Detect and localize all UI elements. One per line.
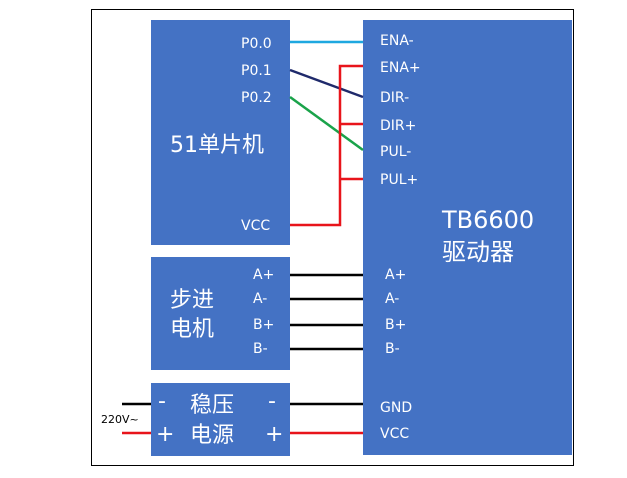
regulator-plus-right: +: [265, 422, 284, 447]
mcu-pin-p02: P0.2: [241, 90, 272, 106]
driver-pin-dir-plus: DIR+: [380, 118, 417, 134]
driver-pin-dir-minus: DIR-: [380, 90, 410, 106]
motor-pin-b-plus: B+: [253, 317, 275, 333]
regulator-title-line1: 稳压: [190, 393, 235, 418]
driver-pin-ena-minus: ENA-: [380, 33, 414, 49]
diagram-frame: [91, 9, 574, 466]
wire-p01-dir-minus: [289, 68, 364, 99]
regulator-plus-left: +: [156, 422, 175, 447]
mcu-pin-vcc: VCC: [241, 218, 271, 234]
regulator-block: [151, 383, 290, 456]
motor-pin-a-minus: A-: [253, 291, 268, 307]
driver-pin-pul-minus: PUL-: [380, 144, 412, 160]
mcu-pin-p01: P0.1: [241, 63, 272, 79]
motor-title-line2: 电机: [170, 317, 215, 342]
regulator-minus-left: -: [158, 389, 166, 414]
driver-pin-b-plus: B+: [385, 317, 407, 333]
driver-title-line2: 驱动器: [442, 238, 514, 266]
wire-vcc-bus: [290, 64, 363, 227]
motor-pin-a-plus: A+: [253, 267, 275, 283]
driver-pin-b-minus: B-: [385, 341, 400, 357]
driver-pin-gnd: GND: [380, 400, 413, 416]
driver-pin-a-minus: A-: [385, 291, 400, 307]
motor-pin-b-minus: B-: [253, 341, 268, 357]
driver-pin-pul-plus: PUL+: [380, 172, 419, 188]
mains-voltage-label: 220V~: [101, 413, 139, 426]
wire-p02-pul-minus: [289, 95, 364, 152]
motor-block: [151, 257, 290, 370]
regulator-title-line2: 电源: [190, 423, 235, 448]
driver-pin-ena-plus: ENA+: [380, 60, 421, 76]
driver-block: [363, 20, 572, 455]
mcu-pin-p00: P0.0: [241, 36, 272, 52]
motor-title-line1: 步进: [170, 288, 215, 313]
driver-pin-vcc: VCC: [380, 426, 410, 442]
driver-pin-a-plus: A+: [385, 267, 407, 283]
mcu-block: [151, 20, 290, 245]
regulator-minus-right: -: [268, 389, 276, 414]
driver-title-line1: TB6600: [442, 206, 535, 234]
mcu-title: 51单片机: [170, 133, 264, 158]
